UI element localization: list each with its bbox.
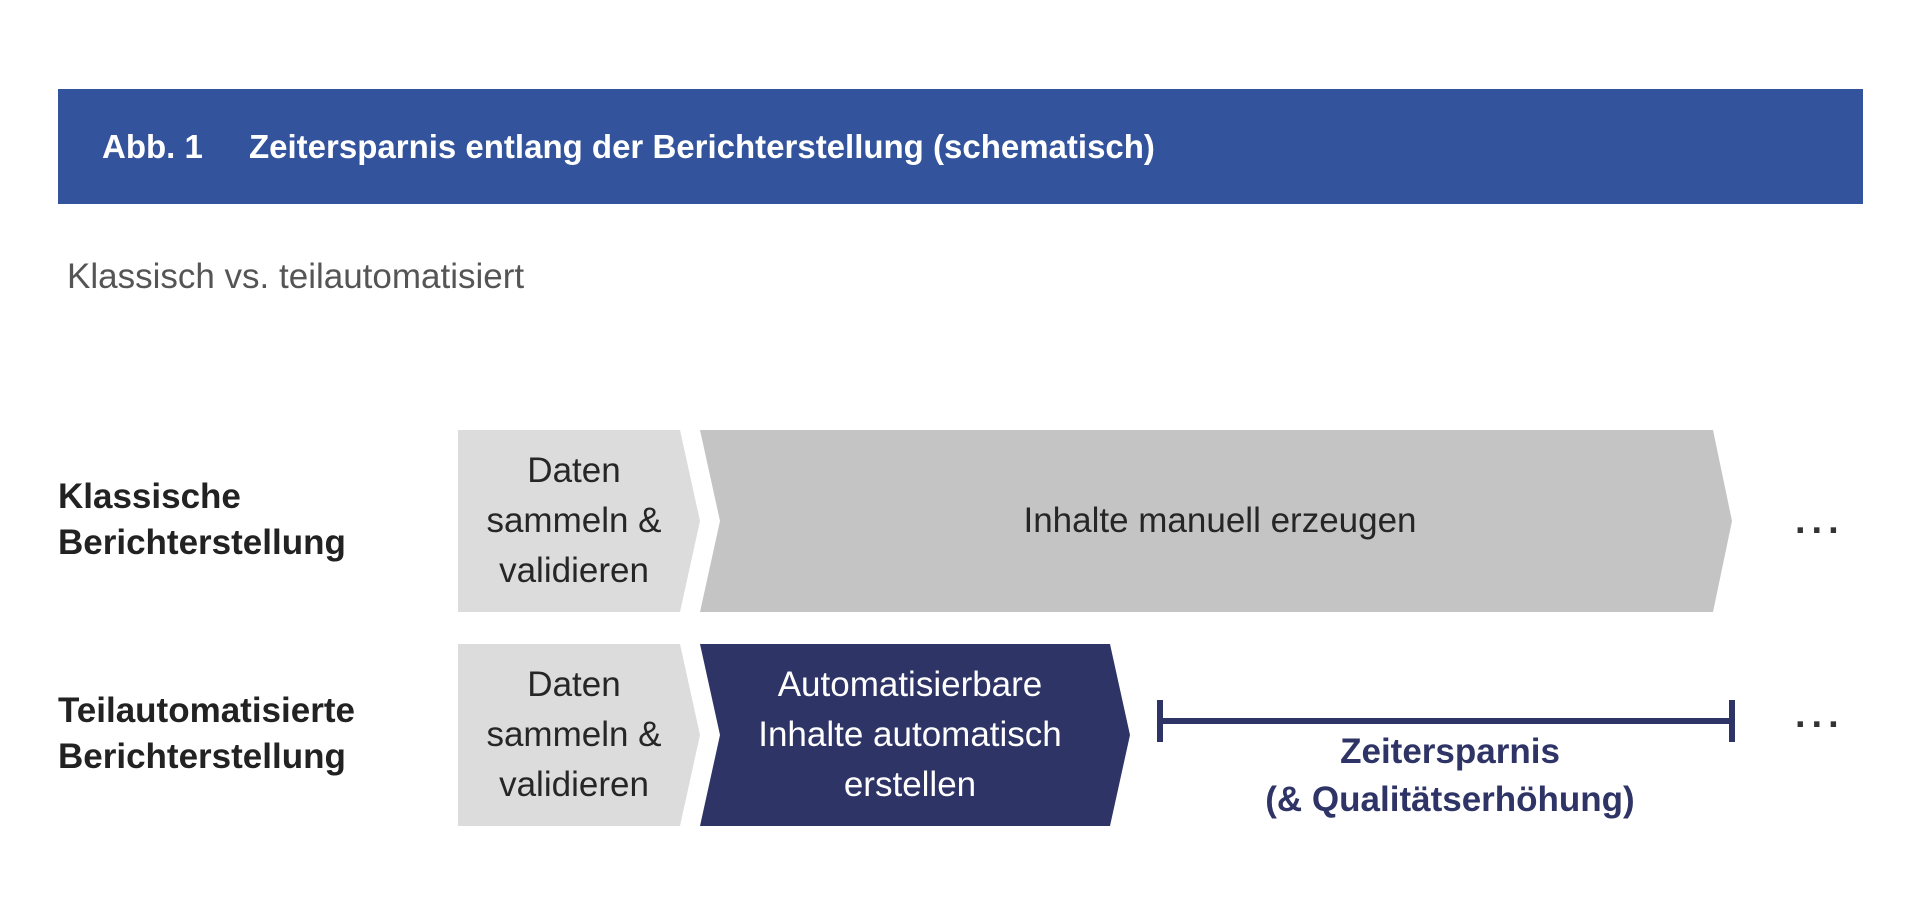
savings-text-line: (& Qualitätserhöhung) bbox=[1265, 780, 1635, 819]
row2-step2-chevron bbox=[700, 644, 1130, 826]
step-text-line: Inhalte automatisch bbox=[758, 715, 1062, 754]
row2-step1-chevron bbox=[458, 644, 700, 826]
step-text-line: validieren bbox=[499, 551, 649, 590]
row1-step2-label: Inhalte manuell erzeugen bbox=[700, 430, 1740, 612]
row1-ellipsis: ... bbox=[1795, 500, 1845, 542]
savings-text-line: Zeitersparnis bbox=[1340, 732, 1560, 771]
figure-title: Zeitersparnis entlang der Berichterstell… bbox=[249, 127, 1155, 165]
row1-step1-chevron bbox=[458, 430, 700, 612]
step-text-line: Automatisierbare bbox=[777, 665, 1043, 704]
row2-ellipsis: ... bbox=[1795, 694, 1845, 736]
step-text-line: validieren bbox=[499, 765, 649, 804]
step-text-line: sammeln & bbox=[486, 501, 662, 540]
row-label-line: Teilautomatisierte bbox=[58, 691, 355, 730]
figure-label: Abb. 1 bbox=[102, 127, 203, 165]
row1-step2-chevron bbox=[700, 430, 1732, 612]
step-text-line: Daten bbox=[527, 665, 621, 704]
row-label-partially-automated: Teilautomatisierte Berichterstellung bbox=[58, 688, 355, 780]
row2-step2-label: Automatisierbare Inhalte automatisch ers… bbox=[700, 644, 1120, 826]
figure-header-bar: Abb. 1 Zeitersparnis entlang der Bericht… bbox=[58, 89, 1863, 204]
row1-step1-label: Daten sammeln & validieren bbox=[458, 430, 690, 612]
time-savings-label: Zeitersparnis (& Qualitätserhöhung) bbox=[1160, 728, 1740, 824]
row-label-line: Berichterstellung bbox=[58, 523, 346, 562]
row-label-line: Berichterstellung bbox=[58, 737, 346, 776]
row-label-line: Klassische bbox=[58, 477, 241, 516]
figure-subtitle: Klassisch vs. teilautomatisiert bbox=[67, 257, 525, 296]
step-text-line: Daten bbox=[527, 451, 621, 490]
step-text-line: erstellen bbox=[843, 765, 977, 804]
row2-step1-label: Daten sammeln & validieren bbox=[458, 644, 690, 826]
step-text-line: Inhalte manuell erzeugen bbox=[1023, 501, 1417, 540]
step-text-line: sammeln & bbox=[486, 715, 662, 754]
row-label-classic: Klassische Berichterstellung bbox=[58, 474, 346, 566]
